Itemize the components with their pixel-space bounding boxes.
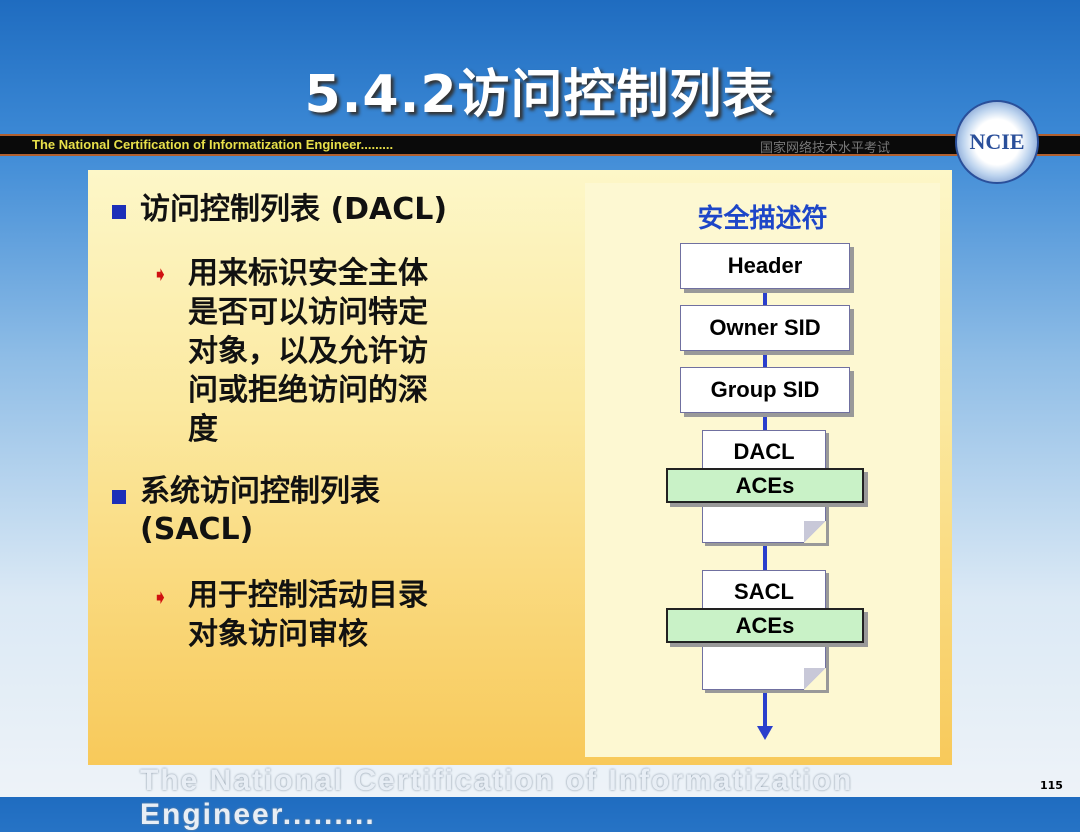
- sub-dacl-line: 用来标识安全主体: [188, 256, 428, 291]
- dacl-aces-box: ACEs: [666, 468, 864, 503]
- bullet-square-icon: [112, 205, 126, 219]
- bullet-sacl: (SACL): [140, 512, 254, 547]
- owner-sid-box: Owner SID: [680, 305, 850, 351]
- group-sid-box: Group SID: [680, 367, 850, 413]
- page-number: 115: [1040, 779, 1063, 792]
- banner-english: The National Certification of Informatiz…: [32, 137, 394, 152]
- sub-sacl-line: 对象访问审核: [188, 617, 368, 652]
- footer-watermark: The National Certification of Informatiz…: [140, 764, 854, 831]
- header-banner: The National Certification of Informatiz…: [0, 134, 1080, 156]
- page-fold-icon: [804, 668, 826, 690]
- bullet-square-icon: [112, 490, 126, 504]
- page-fold-icon: [804, 521, 826, 543]
- diagram-title: 安全描述符: [697, 204, 828, 234]
- arrow-bullet-icon: ➧: [152, 585, 169, 609]
- sub-dacl-line: 度: [188, 412, 218, 447]
- arrow-bullet-icon: ➧: [152, 262, 169, 286]
- sub-dacl-line: 问或拒绝访问的深: [188, 373, 428, 408]
- slide-title: 5.4.2访问控制列表: [304, 65, 776, 125]
- header-box: Header: [680, 243, 850, 289]
- ncie-logo: NCIE: [955, 100, 1039, 184]
- bullet-sacl: 系统访问控制列表: [140, 474, 380, 509]
- sub-sacl-line: 用于控制活动目录: [188, 578, 428, 613]
- arrow-down-icon: [757, 726, 773, 740]
- sacl-aces-box: ACEs: [666, 608, 864, 643]
- logo-text: NCIE: [969, 129, 1025, 154]
- sacl-label: SACL: [734, 579, 794, 604]
- dacl-label: DACL: [733, 439, 795, 464]
- banner-chinese: 国家网络技术水平考试: [760, 141, 891, 156]
- sub-dacl-line: 对象，以及允许访: [188, 334, 428, 369]
- sub-dacl-line: 是否可以访问特定: [188, 295, 428, 330]
- bullet-dacl: 访问控制列表 (DACL): [140, 192, 448, 227]
